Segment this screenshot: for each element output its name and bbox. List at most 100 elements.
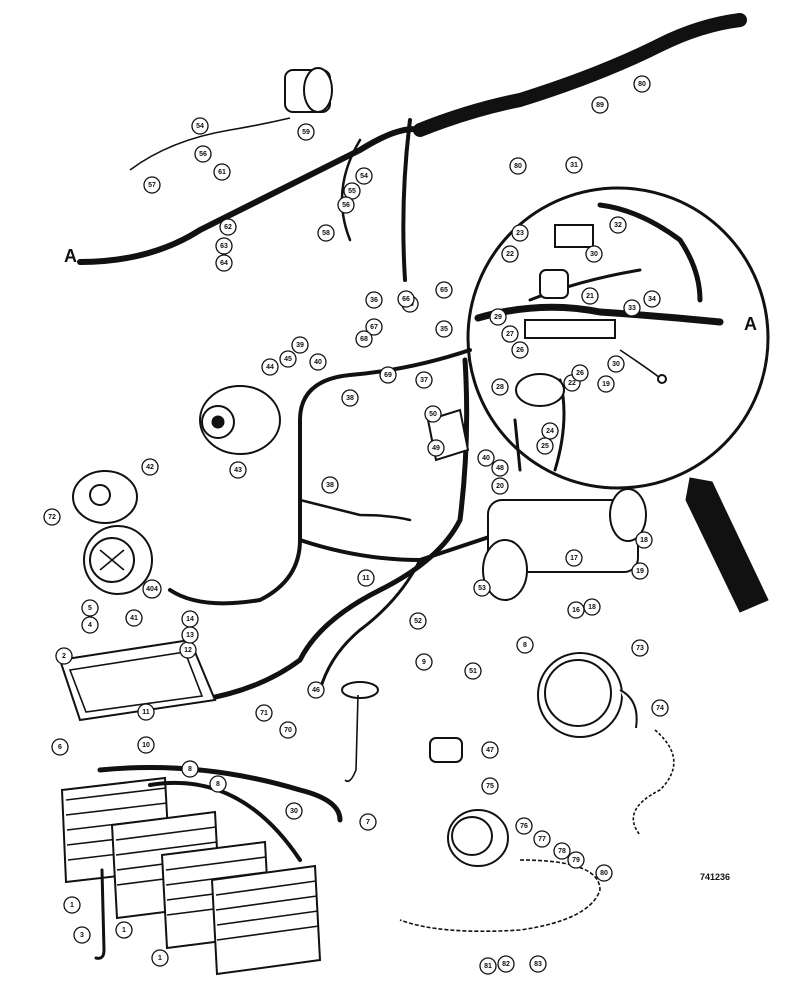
- callout-number: 76: [520, 823, 528, 830]
- callout-circle: [397, 290, 415, 308]
- callout-circle: [151, 949, 169, 967]
- callout-number: 44: [266, 364, 274, 371]
- callout-19: 19: [631, 562, 649, 580]
- callout-circle: [181, 760, 199, 778]
- callout-number: 21: [586, 293, 594, 300]
- callout-70: 70: [279, 721, 297, 739]
- callout-73: 73: [631, 639, 649, 657]
- callout-number: 19: [602, 381, 610, 388]
- callout-number: 30: [612, 361, 620, 368]
- callout-number: 56: [199, 151, 207, 158]
- callout-39: 39: [291, 336, 309, 354]
- callout-8: 8: [181, 760, 199, 778]
- callout-48: 48: [491, 459, 509, 477]
- callout-circle: [424, 405, 442, 423]
- callout-23: 23: [511, 224, 529, 242]
- callout-circle: [515, 817, 533, 835]
- callout-number: 54: [196, 123, 204, 130]
- battery-4: [210, 864, 322, 976]
- callout-6: 6: [51, 738, 69, 756]
- callout-number: 26: [576, 370, 584, 377]
- callout-number: 59: [302, 129, 310, 136]
- callout-31: 31: [565, 156, 583, 174]
- callout-number: 79: [572, 857, 580, 864]
- callout-number: 1: [70, 902, 74, 909]
- callout-number: 28: [496, 384, 504, 391]
- callout-40: 40: [309, 353, 327, 371]
- callout-50: 50: [424, 405, 442, 423]
- callout-number: 16: [572, 607, 580, 614]
- callout-78: 78: [553, 842, 571, 860]
- callout-circle: [321, 476, 339, 494]
- callout-circle: [261, 358, 279, 376]
- callout-13: 13: [181, 626, 199, 644]
- callout-circle: [415, 653, 433, 671]
- callout-number: 61: [218, 169, 226, 176]
- callout-circle: [415, 371, 433, 389]
- callout-number: 18: [640, 537, 648, 544]
- callout-62: 62: [219, 218, 237, 236]
- callout-61: 61: [213, 163, 231, 181]
- callout-circle: [481, 777, 499, 795]
- callout-19: 19: [597, 375, 615, 393]
- callout-number: 30: [590, 251, 598, 258]
- callout-54: 54: [355, 167, 373, 185]
- callout-circle: [409, 612, 427, 630]
- callout-46: 46: [307, 681, 325, 699]
- callout-number: 51: [469, 668, 477, 675]
- callout-number: 2: [62, 653, 66, 660]
- callout-number: 6: [58, 744, 62, 751]
- callout-number: 54: [360, 173, 368, 180]
- callout-number: 24: [546, 428, 554, 435]
- callout-58: 58: [317, 224, 335, 242]
- callout-circle: [341, 389, 359, 407]
- callout-circle: [591, 96, 609, 114]
- callout-42: 42: [141, 458, 159, 476]
- callout-circle: [279, 350, 297, 368]
- callout-21: 21: [581, 287, 599, 305]
- callout-circle: [497, 955, 515, 973]
- callout-number: 89: [596, 102, 604, 109]
- callout-5: 5: [81, 599, 99, 617]
- callout-number: 80: [514, 163, 522, 170]
- callout-number: 64: [220, 260, 228, 267]
- callout-number: 4: [88, 622, 92, 629]
- callout-4: 4: [81, 616, 99, 634]
- callout-number: 1: [122, 927, 126, 934]
- callout-number: 49: [432, 445, 440, 452]
- callout-79: 79: [567, 851, 585, 869]
- callout-number: 29: [494, 314, 502, 321]
- callout-number: 53: [478, 585, 486, 592]
- callout-number: 1: [158, 955, 162, 962]
- callout-circle: [491, 477, 509, 495]
- callout-circle: [73, 926, 91, 944]
- callout-number: 69: [384, 372, 392, 379]
- callout-32: 32: [609, 216, 627, 234]
- callout-12: 12: [179, 641, 197, 659]
- callout-30: 30: [585, 245, 603, 263]
- callout-1: 1: [151, 949, 169, 967]
- callout-number: 56: [342, 202, 350, 209]
- callout-26: 26: [571, 364, 589, 382]
- callout-11: 11: [137, 703, 155, 721]
- callout-number: 23: [516, 230, 524, 237]
- callout-37: 37: [415, 371, 433, 389]
- callout-number: 82: [502, 961, 510, 968]
- callout-89: 89: [591, 96, 609, 114]
- callout-circle: [285, 802, 303, 820]
- callout-circle: [643, 290, 661, 308]
- callout-number: 62: [224, 224, 232, 231]
- callout-circle: [365, 291, 383, 309]
- callout-circle: [501, 245, 519, 263]
- callout-number: 22: [568, 380, 576, 387]
- callout-number: 22: [506, 251, 514, 258]
- callout-number: 74: [656, 705, 664, 712]
- callout-circle: [491, 378, 509, 396]
- callout-number: 37: [420, 377, 428, 384]
- callout-68: 68: [355, 330, 373, 348]
- callout-65: 65: [435, 281, 453, 299]
- callout-number: 41: [130, 615, 138, 622]
- callout-82: 82: [497, 955, 515, 973]
- callout-number: 55: [348, 188, 356, 195]
